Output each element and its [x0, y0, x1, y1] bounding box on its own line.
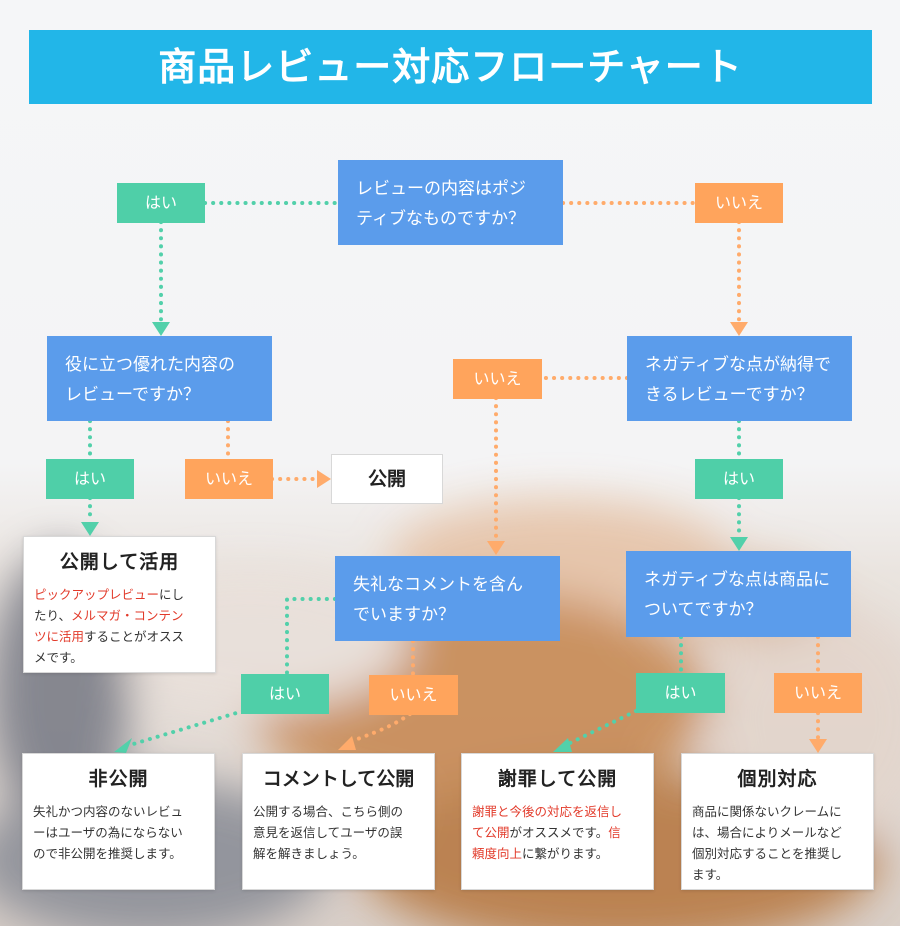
no-label: いいえ: [369, 675, 458, 715]
result-comment-and-publish: コメントして公開 公開する場合、こちら側の意見を返信してユーザの誤解を解きましょ…: [242, 753, 435, 890]
arrow-head: [81, 522, 99, 536]
result-title: 公開して活用: [59, 551, 180, 573]
result-title: 非公開: [88, 768, 149, 790]
result-description: 商品に関係ないクレームには、場合によりメールなど個別対応することを推奨します。: [692, 804, 843, 882]
arrow-head: [152, 322, 170, 336]
no-label: いいえ: [695, 183, 783, 223]
arrow-head: [487, 541, 505, 555]
question-text: ネガティブな点が納得で: [645, 355, 831, 375]
result-apologize-and-publish: 謝罪して公開 謝罪と今後の対応を返信して公開がオススメです。信頼度向上に繋がりま…: [461, 753, 654, 890]
question-text: レビューの内容はポジ: [356, 179, 526, 199]
question-text: ネガティブな点は商品に: [644, 570, 830, 590]
arrow-head: [338, 736, 356, 750]
result-description: ピックアップレビューにしたり、メルマガ・コンテンツに活用することがオススメです。: [34, 587, 185, 665]
no-label: いいえ: [774, 673, 862, 713]
question-text: 役に立つ優れた内容の: [65, 355, 235, 375]
result-publish-and-use: 公開して活用 ピックアップレビューにしたり、メルマガ・コンテンツに活用することが…: [23, 536, 216, 673]
yes-label: はい: [636, 673, 725, 713]
result-individual-response: 個別対応 商品に関係ないクレームには、場合によりメールなど個別対応することを推奨…: [681, 753, 874, 890]
question-acceptable-negative: ネガティブな点が納得で きるレビューですか？: [627, 336, 852, 421]
question-useful: 役に立つ優れた内容の レビューですか？: [47, 336, 272, 421]
result-title: 謝罪して公開: [497, 768, 618, 790]
yes-label: はい: [695, 459, 783, 499]
yes-label: はい: [241, 674, 329, 714]
question-about-product: ネガティブな点は商品に ついてですか？: [626, 551, 851, 637]
result-title: コメントして公開: [262, 768, 415, 790]
question-text: レビューですか？: [65, 385, 200, 405]
question-text: 失礼なコメントを含ん: [353, 575, 523, 595]
question-text: でいますか？: [353, 605, 455, 625]
result-description: 失礼かつ内容のないレビューはユーザの為にならないので非公開を推奨します。: [33, 804, 184, 861]
no-label: いいえ: [453, 359, 542, 399]
question-positive: レビューの内容はポジ ティブなものですか？: [338, 160, 563, 245]
result-description: 謝罪と今後の対応を返信して公開がオススメです。信頼度向上に繋がります。: [472, 804, 623, 861]
arrow-head: [114, 738, 132, 753]
arrow-head: [730, 537, 748, 551]
result-private: 非公開 失礼かつ内容のないレビューはユーザの為にならないので非公開を推奨します。: [22, 753, 215, 890]
publish-box: 公開: [331, 454, 443, 504]
arrow-head: [809, 739, 827, 753]
question-text: ついてですか？: [644, 600, 763, 620]
yes-label: はい: [117, 183, 205, 223]
result-description: 公開する場合、こちら側の意見を返信してユーザの誤解を解きましょう。: [253, 804, 404, 861]
question-text: ティブなものですか？: [356, 209, 525, 229]
question-text: きるレビューですか？: [645, 385, 814, 405]
arrow-head: [317, 470, 331, 488]
arrow-head: [553, 738, 572, 752]
yes-label: はい: [46, 459, 134, 499]
question-rude: 失礼なコメントを含ん でいますか？: [335, 556, 560, 641]
no-label: いいえ: [185, 459, 273, 499]
result-title: 個別対応: [737, 768, 818, 790]
page-title: 商品レビュー対応フローチャート: [29, 30, 872, 104]
arrow-head: [730, 322, 748, 336]
